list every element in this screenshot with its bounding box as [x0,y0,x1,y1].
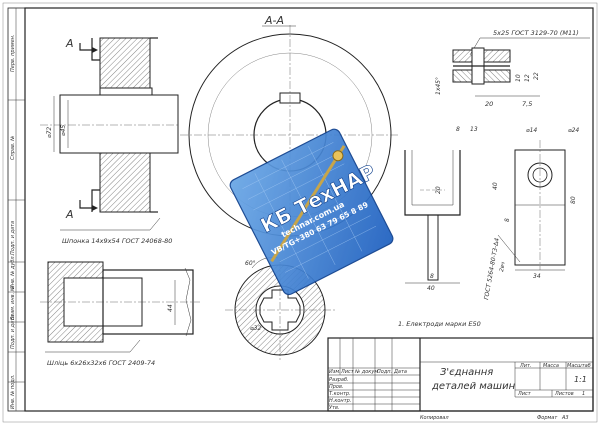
tb-sheet-label: Лист [517,391,532,397]
spline-callout: Шліць 6х26х32х6 ГОСТ 2409-74 [47,359,155,367]
tb-sheets-label: Листов [554,391,574,397]
weld-dim-bottom-40: 40 [427,285,435,292]
spline-dia-32: ⌀32 [250,325,261,332]
pin-joint-detail: 5х25 ГОСТ 3129-70 (М11) 1х45° 10 12 22 2… [435,29,590,108]
weld-dim-8: 8 [504,218,511,222]
pin-callout: 5х25 ГОСТ 3129-70 (М11) [493,29,579,37]
weld-dim-top-8: 8 [456,126,460,133]
tb-role-ncontr: Н.контр. [329,398,351,404]
welded-joint-views: 8 13 20 40 8 80 8 40 ⌀14 ⌀24 34 ГОСТ 526… [398,126,579,328]
weld-dim-top-13: 13 [470,126,478,133]
tb-col-mass: Масса [543,363,559,369]
copied-by: Копировал [420,415,449,421]
key-callout: Шпонка 14х9х54 ГОСТ 24068-80 [62,237,172,245]
weld-dim-40: 40 [492,182,499,190]
tb-head-doc: № докум. [354,369,380,375]
pin-dim-22: 22 [533,72,540,80]
tb-col-lit: Лит. [519,363,532,369]
format-value: А3 [561,415,569,421]
weld-gost-symbol: ГОСТ 5264-80-Т3-∆4 [483,237,501,300]
weld-note: 1. Електроди марки Е50 [398,320,481,328]
key-joint-view: А А ⌀72 ⌀45 Шпонка 14х9х54 ГОСТ 24068-80 [40,37,180,245]
weld-dim-bottom-8: 8 [430,273,434,280]
dim-outer-dia: ⌀72 [46,127,53,138]
tb-role-tcontr: Т.контр. [329,391,351,397]
pin-chamfer: 1х45° [435,77,442,95]
pin-dim-7-5: 7,5 [522,100,532,108]
stamp-dup-inv: Инв. № дубл. [10,255,16,289]
stamp-orig-inv: Инв. № подл. [10,375,16,410]
tb-head-list: Лист [340,369,355,375]
stamp-sign-date-1: Подп. и дата [10,221,16,255]
tb-col-scale: Масштаб [567,363,591,369]
watermark-logo: КБ ТехНАР technar.com.ua VB/TG+380 63 79… [229,128,394,296]
tb-role-approve: Утв. [329,405,340,411]
tb-sheets-value: 1 [582,391,585,397]
tb-role-check: Пров. [329,384,344,390]
stamp-sign-date-2: Подп. и дата [10,315,16,349]
drawing-title-line1: З'єднання [440,367,493,378]
weld-dim-80: 80 [570,196,577,204]
dim-inner-dia: ⌀45 [60,125,67,136]
weld-dim-20: 20 [435,186,442,194]
spline-joint-view: 44 Шліць 6х26х32х6 ГОСТ 2409-74 [40,261,200,367]
stamp-first-use: Перв. примен. [10,34,16,72]
weld-dia-14: ⌀14 [526,127,537,134]
side-stamp-column: Перв. примен. Справ. № Подп. и дата Инв.… [7,7,26,412]
stamp-ref-no: Справ. № [10,136,16,160]
pin-dim-10: 10 [515,74,522,82]
drawing-title-line2: деталей машин [431,381,516,392]
tb-scale-value: 1:1 [574,375,587,384]
weld-dia-24: ⌀24 [568,127,579,134]
section-letter-top: А [65,37,74,50]
title-block: Изм. Лист № докум. Подп. Дата Разраб. Пр… [327,337,594,421]
tb-head-date: Дата [393,369,407,375]
stamp-replace-inv: Взам. инв. № [10,286,16,320]
section-title: А-А [264,14,284,27]
spline-angle: 60° [245,260,256,267]
pin-dim-20: 20 [485,100,493,108]
tb-head-izm: Изм. [329,369,341,375]
tb-head-sign: Подп. [377,369,392,375]
spline-dim-44: 44 [167,304,174,312]
section-letter-bottom: А [65,208,74,221]
weld-mark: 2вч [499,261,507,273]
weld-dim-bottom-34: 34 [533,273,541,280]
format-label: Формат [537,415,558,421]
pin-dim-12: 12 [524,74,531,82]
tb-role-dev: Разраб. [329,377,349,383]
